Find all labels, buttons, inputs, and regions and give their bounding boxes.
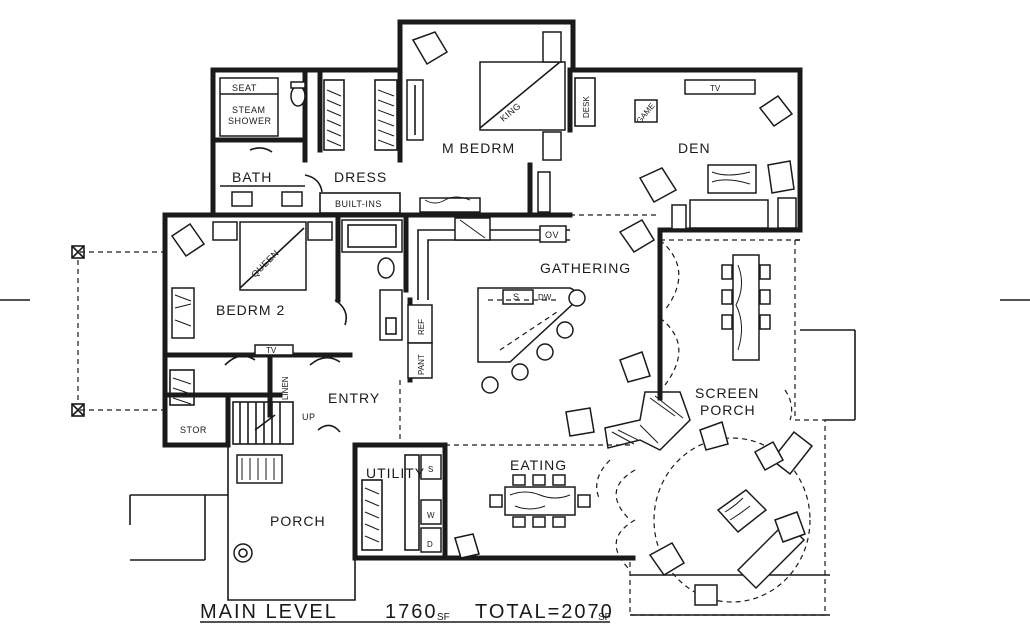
utility-fixtures — [361, 380, 442, 553]
den-tv-label: TV — [710, 84, 721, 93]
main-area-value: 1760 — [385, 601, 438, 623]
screen-porch-furniture — [648, 254, 814, 606]
kitchen-counters — [407, 214, 660, 437]
steam-shower-label-2: SHOWER — [228, 116, 272, 126]
porch-door-swings — [596, 239, 793, 571]
eating-label: EATING — [510, 457, 567, 473]
footer-caption: MAIN LEVEL 1760 SF TOTAL=2070 SF — [200, 601, 614, 623]
entry-label: ENTRY — [328, 390, 380, 406]
screen-porch-label-2: PORCH — [700, 402, 756, 418]
dryer-label: D — [427, 540, 433, 549]
master-bedroom-label: M BEDRM — [442, 140, 515, 156]
washer-label: W — [427, 511, 435, 520]
bath-fixtures — [219, 77, 306, 207]
seat-label: SEAT — [232, 83, 257, 93]
dress-closets — [304, 79, 401, 214]
pantry-label: PANT — [417, 354, 426, 375]
left-deck-dashes — [71, 245, 165, 417]
fireplace — [604, 387, 691, 451]
oven-label: OV — [545, 230, 559, 240]
bedroom2-tv-label: TV — [266, 346, 277, 355]
porch-outline — [129, 445, 356, 601]
screen-porch-label-1: SCREEN — [695, 385, 759, 401]
den-label: DEN — [678, 140, 711, 156]
exterior-walls — [162, 19, 803, 561]
eating-furniture — [445, 444, 633, 559]
utility-sink-label: S — [428, 465, 433, 474]
built-ins-label: BUILT-INS — [335, 199, 382, 209]
hall-bath-fixtures — [341, 219, 403, 341]
gathering-label: GATHERING — [540, 260, 631, 276]
bedroom2-furniture — [170, 221, 348, 366]
level-label: MAIN LEVEL — [200, 601, 338, 623]
dress-label: DRESS — [334, 169, 387, 185]
sink-label: S — [513, 292, 520, 302]
total-area-value: TOTAL=2070 — [475, 601, 614, 623]
linen-label: LINEN — [281, 376, 290, 400]
storage-label: STOR — [180, 425, 207, 435]
stairs-up-label: UP — [302, 412, 316, 422]
desk-label: DESK — [582, 96, 591, 118]
utility-label: UTILITY — [366, 465, 425, 481]
bath-label: BATH — [232, 169, 272, 185]
screen-porch-outline — [629, 239, 856, 616]
porch-label: PORCH — [270, 513, 326, 529]
main-area-unit: SF — [437, 612, 450, 623]
refrigerator-label: REF — [417, 319, 426, 335]
total-area-unit: SF — [598, 612, 611, 623]
dishwasher-label: DW — [538, 293, 552, 302]
master-bedroom-furniture — [406, 31, 596, 213]
steam-shower-label-1: STEAM — [232, 105, 266, 115]
den-furniture — [634, 79, 797, 230]
bedroom2-label: BEDRM 2 — [216, 302, 285, 318]
stairs — [169, 369, 341, 445]
